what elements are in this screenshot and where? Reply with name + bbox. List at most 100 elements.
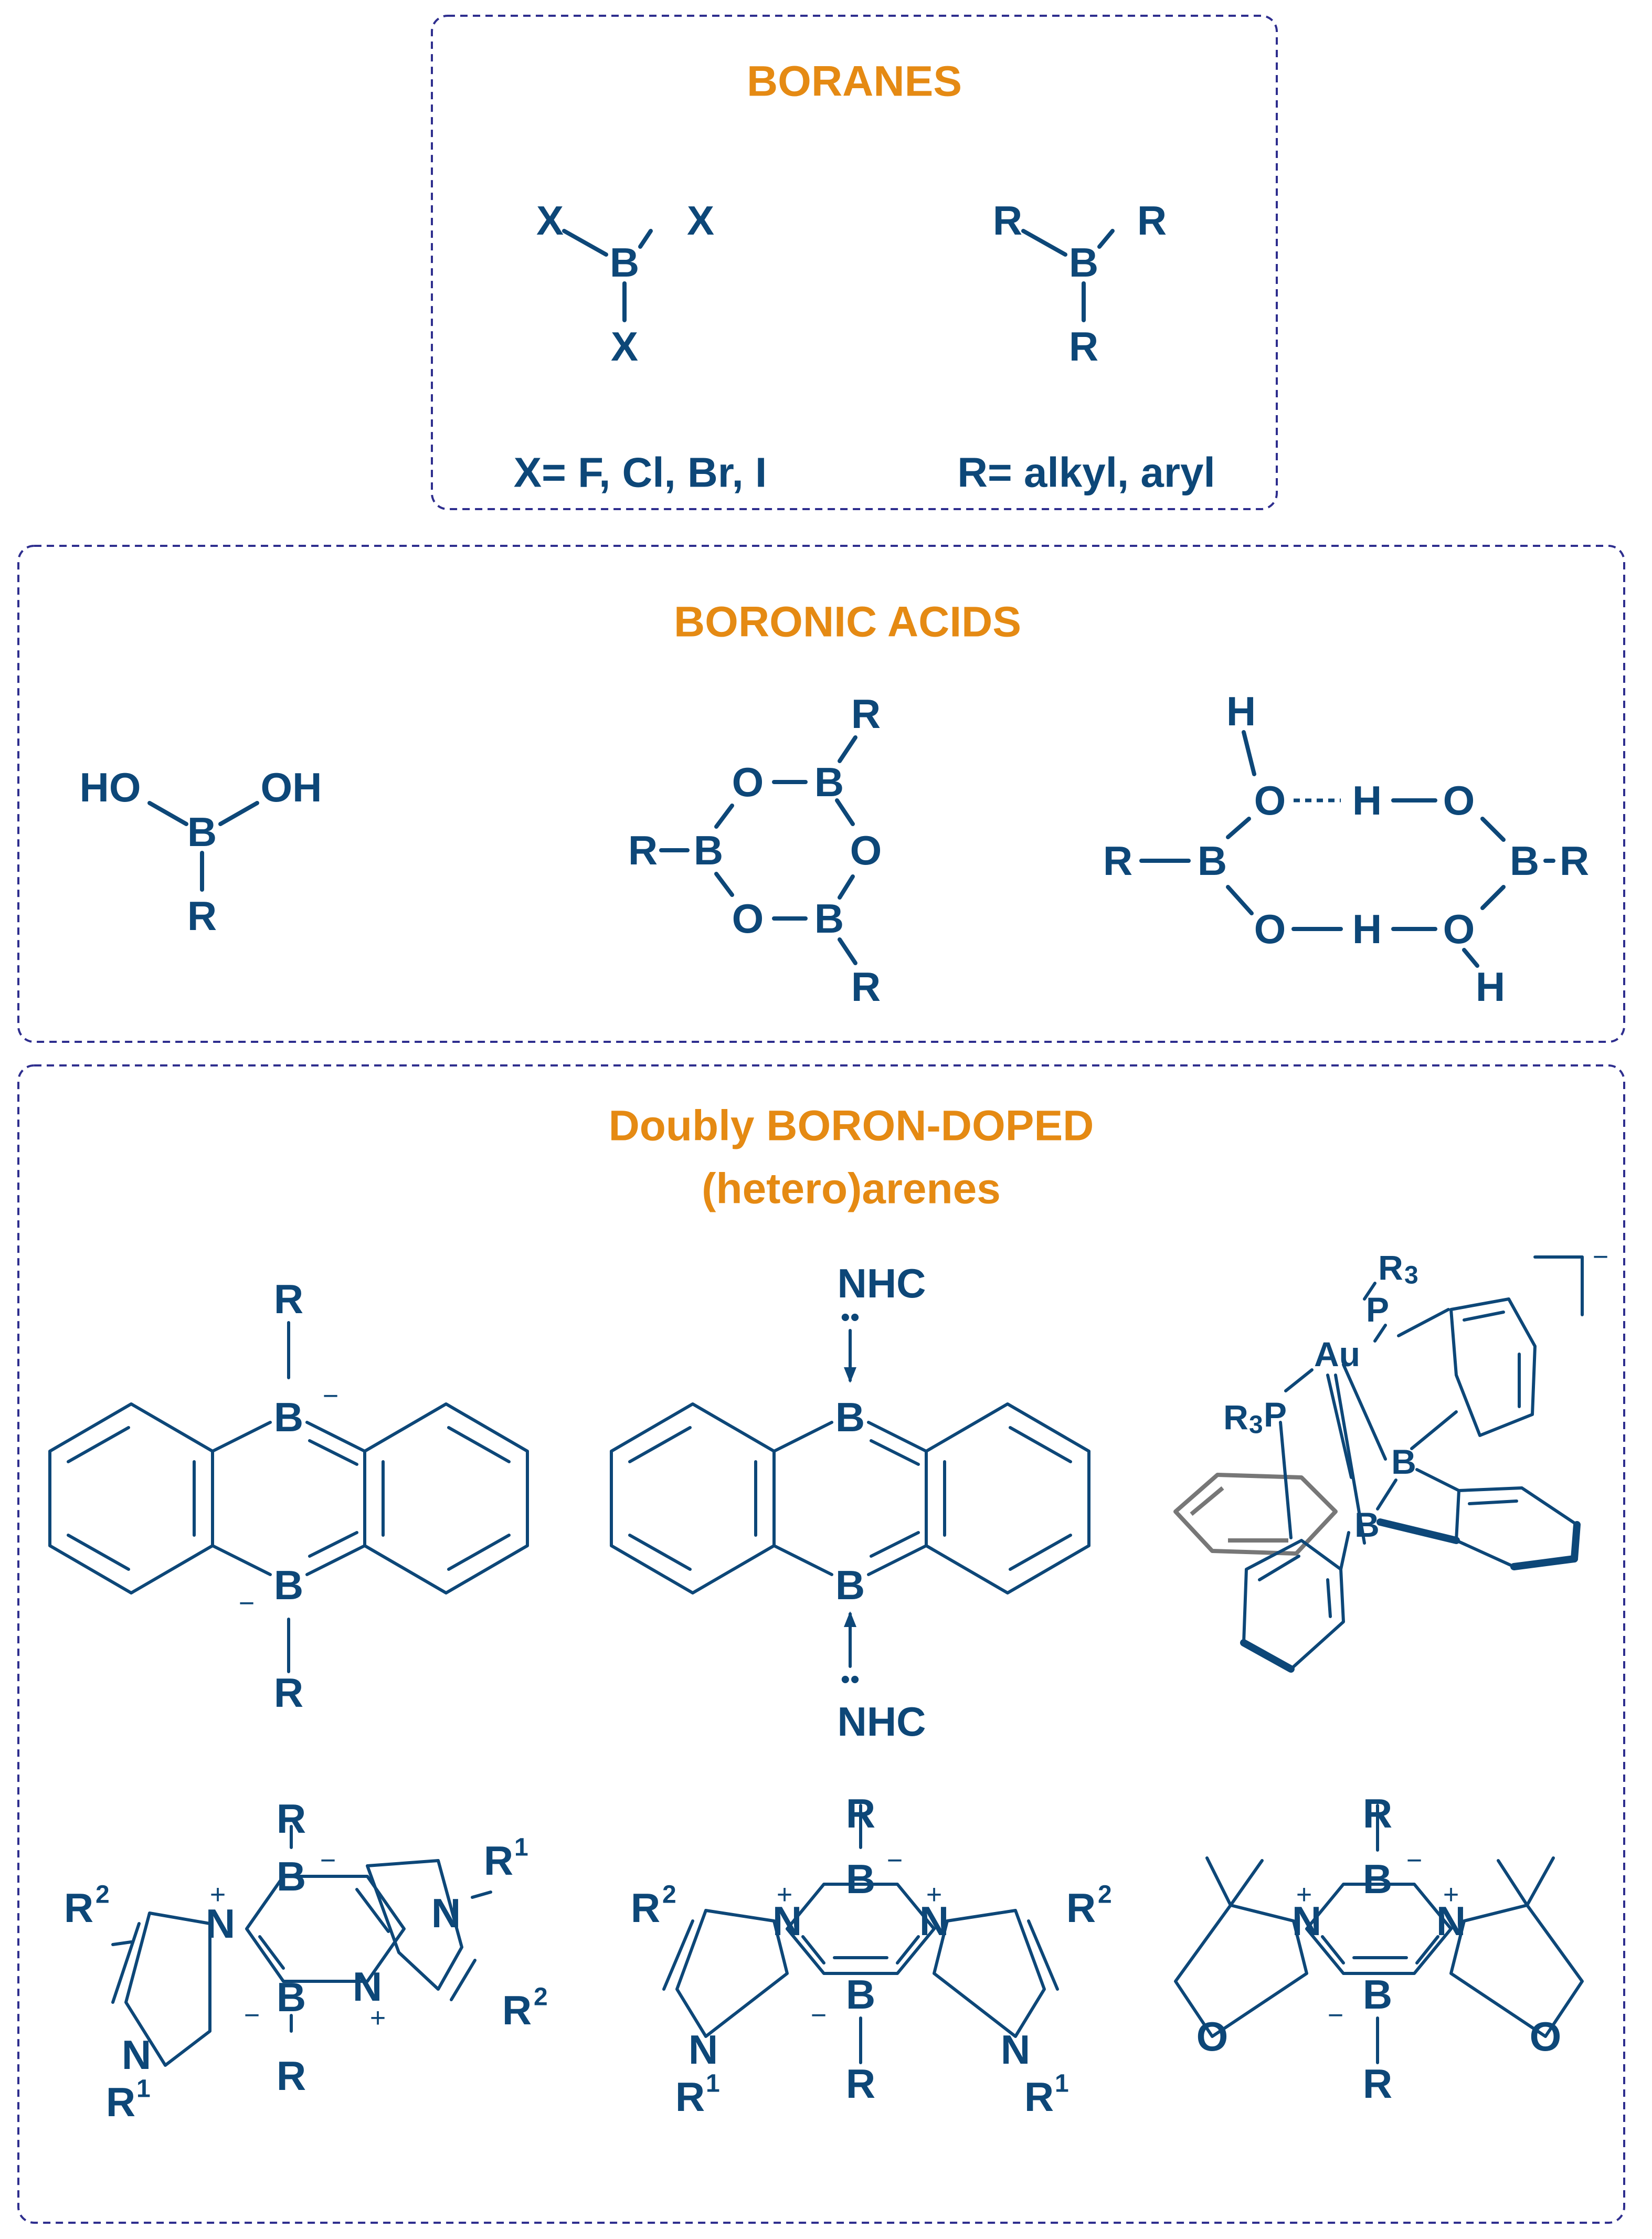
svg-text:••: •• — [841, 1664, 860, 1695]
svg-text:O: O — [850, 827, 882, 873]
svg-text:O: O — [1254, 777, 1286, 823]
svg-text:R: R — [1363, 1790, 1392, 1836]
svg-text:−: − — [1593, 1242, 1608, 1272]
svg-text:N: N — [919, 1898, 949, 1944]
svg-text:+: + — [370, 2003, 386, 2033]
svg-text:B: B — [1363, 1971, 1392, 2018]
svg-text:1: 1 — [1055, 2070, 1069, 2098]
svg-text:R: R — [1378, 1248, 1403, 1287]
svg-text:HO: HO — [80, 764, 141, 810]
svg-text:O: O — [732, 759, 764, 805]
svg-text:H: H — [1476, 964, 1505, 1010]
svg-text:−: − — [320, 1845, 336, 1876]
svg-text:B: B — [1198, 838, 1227, 884]
svg-text:B: B — [187, 809, 217, 855]
svg-text:B: B — [835, 1562, 865, 1608]
boronic-acids-title: BORONIC ACIDS — [674, 598, 1021, 646]
svg-text:R: R — [64, 1885, 93, 1931]
svg-text:H: H — [1352, 906, 1382, 952]
svg-text:+: + — [777, 1879, 792, 1910]
boranes-frame — [431, 15, 1278, 510]
svg-text:B: B — [835, 1394, 865, 1440]
svg-text:R: R — [1223, 1398, 1248, 1437]
svg-text:+: + — [1296, 1879, 1312, 1910]
diboraanthracene-dianion-structure: R B − B − R — [48, 1276, 529, 1716]
svg-text:R: R — [502, 1987, 532, 2033]
svg-text:B: B — [274, 1394, 303, 1440]
diboraanthracene-gold-complex-structure: R 3 P Au R 3 P B B − — [1173, 1242, 1608, 1673]
svg-text:−: − — [1328, 2000, 1343, 2031]
svg-text:B: B — [274, 1562, 303, 1608]
trialkylborane-structure: R R B R — [993, 197, 1167, 369]
svg-text:R: R — [277, 2053, 306, 2099]
svg-text:B: B — [814, 895, 844, 942]
svg-text:+: + — [926, 1879, 942, 1910]
svg-text:B: B — [610, 239, 639, 286]
svg-text:B: B — [846, 1971, 875, 2018]
boronic-acid-dimer-structure: H O H O R B B R O H O H — [1103, 688, 1589, 1010]
doped-arenes-frame — [17, 1064, 1625, 2224]
trihaloborane-structure: X X B X — [536, 197, 714, 369]
svg-text:X: X — [536, 197, 564, 244]
svg-text:H: H — [1226, 688, 1256, 734]
imidazole-fused-diborine-1-structure: R B − N + N R 1 N + B − R R 2 N R 1 R 2 — [64, 1796, 548, 2125]
svg-text:R: R — [1137, 197, 1167, 244]
boranes-title: BORANES — [747, 58, 962, 105]
svg-text:O: O — [1530, 2013, 1562, 2060]
svg-text:−: − — [244, 2000, 260, 2031]
svg-text:R: R — [1069, 323, 1098, 369]
svg-text:B: B — [1391, 1442, 1416, 1481]
svg-text:R: R — [631, 1885, 660, 1931]
svg-text:1: 1 — [514, 1834, 528, 1862]
svg-text:NHC: NHC — [838, 1260, 926, 1306]
svg-text:P: P — [1264, 1395, 1287, 1434]
doped-title-line2: (hetero)arenes — [702, 1165, 1001, 1213]
svg-text:3: 3 — [1249, 1411, 1263, 1439]
svg-text:2: 2 — [96, 1881, 110, 1909]
svg-text:R: R — [846, 1790, 875, 1836]
svg-text:R: R — [851, 964, 881, 1010]
svg-text:−: − — [1406, 1845, 1422, 1876]
svg-text:R: R — [1103, 838, 1132, 884]
alkyl-legend: R= alkyl, aryl — [957, 449, 1215, 496]
svg-text:N: N — [1001, 2026, 1030, 2073]
svg-text:R: R — [1560, 838, 1589, 884]
imidazole-fused-diborine-2-structure: R B − N + N + B − R R 2 R 2 N R 1 N R 1 — [631, 1790, 1112, 2120]
svg-text:R: R — [277, 1796, 306, 1842]
svg-text:B: B — [814, 759, 844, 805]
svg-text:O: O — [732, 895, 764, 942]
svg-text:X: X — [687, 197, 714, 244]
svg-text:N: N — [772, 1898, 802, 1944]
svg-text:−: − — [811, 2000, 827, 2031]
svg-text:2: 2 — [534, 1983, 548, 2011]
diboraanthracene-nhc-adduct-structure: NHC •• B B •• NHC — [610, 1260, 1090, 1745]
svg-text:3: 3 — [1404, 1262, 1418, 1290]
svg-text:X: X — [611, 323, 638, 369]
svg-text:R: R — [846, 2061, 875, 2107]
svg-text:N: N — [1436, 1898, 1466, 1944]
svg-text:O: O — [1196, 2013, 1229, 2060]
svg-text:R: R — [628, 827, 658, 873]
svg-text:R: R — [993, 197, 1022, 244]
boroxine-structure: O B O B O B R R R — [628, 691, 882, 1010]
svg-text:N: N — [431, 1890, 461, 1936]
svg-text:N: N — [689, 2026, 718, 2073]
halogen-legend: X= F, Cl, Br, I — [514, 449, 767, 496]
svg-text:B: B — [277, 1853, 306, 1899]
boronic-acid-structure: HO OH B R — [80, 764, 322, 939]
svg-text:B: B — [1354, 1505, 1380, 1544]
svg-text:R: R — [484, 1837, 513, 1884]
svg-text:R: R — [187, 893, 217, 939]
svg-text:B: B — [1069, 239, 1098, 286]
svg-text:−: − — [239, 1588, 255, 1619]
svg-text:N: N — [1292, 1898, 1321, 1944]
svg-text:+: + — [210, 1879, 226, 1910]
oxazoline-fused-diborine-structure: R B − N + N + B − R O O — [1174, 1790, 1584, 2107]
svg-text:OH: OH — [261, 764, 322, 810]
svg-text:−: − — [323, 1381, 338, 1411]
svg-text:R: R — [106, 2079, 135, 2125]
svg-text:O: O — [1443, 777, 1475, 823]
svg-text:R: R — [1066, 1885, 1096, 1931]
svg-text:B: B — [277, 1974, 306, 2020]
